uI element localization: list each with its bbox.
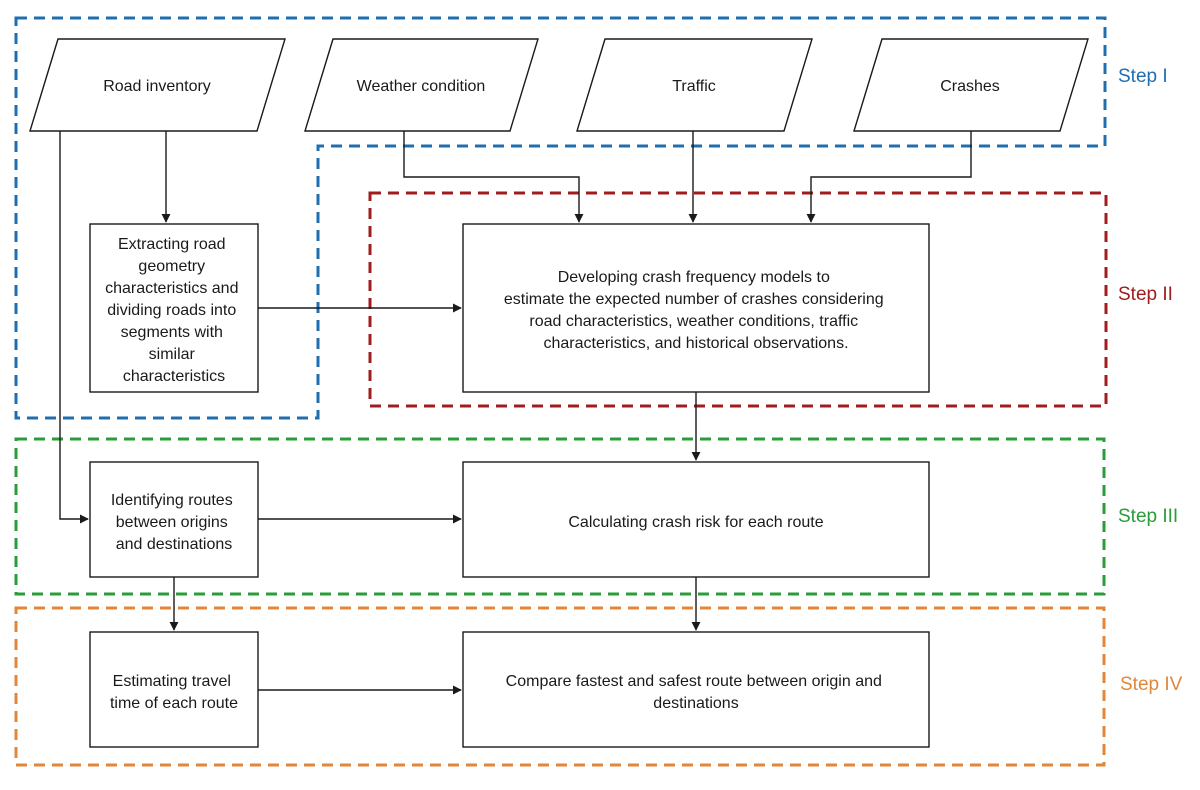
estimating-text: Estimating travel time of each route bbox=[110, 673, 238, 712]
road-inventory-label: Road inventory bbox=[103, 78, 211, 95]
developing-process bbox=[462, 223, 930, 393]
calculating-process bbox=[462, 461, 930, 578]
extracting-text: Extracting road geometry characteristics… bbox=[105, 236, 243, 385]
step4-frame bbox=[14, 606, 1106, 767]
calculating-text: Calculating crash risk for each route bbox=[568, 514, 823, 531]
compare-process bbox=[462, 631, 930, 748]
step1-label: Step I bbox=[1118, 66, 1168, 87]
crashes-label: Crashes bbox=[940, 78, 1000, 95]
step4-label: Step IV bbox=[1120, 674, 1183, 695]
crashes-input bbox=[853, 38, 1089, 132]
estimating-process bbox=[89, 631, 259, 748]
compare-text: Compare fastest and safest route between… bbox=[506, 673, 887, 712]
step1-frame bbox=[14, 16, 1107, 420]
traffic-input bbox=[576, 38, 813, 132]
weather-to-developing-arrow bbox=[403, 131, 584, 223]
step3-label: Step III bbox=[1118, 506, 1178, 527]
step2-frame bbox=[368, 191, 1108, 408]
weather-condition-label: Weather condition bbox=[357, 78, 486, 95]
weather-condition-input bbox=[304, 38, 539, 132]
road-inventory-to-identifying-arrow bbox=[59, 131, 89, 524]
identifying-process bbox=[89, 461, 259, 578]
step3-frame bbox=[14, 437, 1106, 596]
developing-text: Developing crash frequency models to est… bbox=[504, 269, 888, 352]
step2-label: Step II bbox=[1118, 284, 1173, 305]
road-inventory-input bbox=[29, 38, 286, 132]
traffic-label: Traffic bbox=[672, 78, 716, 95]
crashes-to-developing-arrow bbox=[806, 131, 972, 223]
identifying-text: Identifying routes between origins and d… bbox=[111, 492, 237, 553]
